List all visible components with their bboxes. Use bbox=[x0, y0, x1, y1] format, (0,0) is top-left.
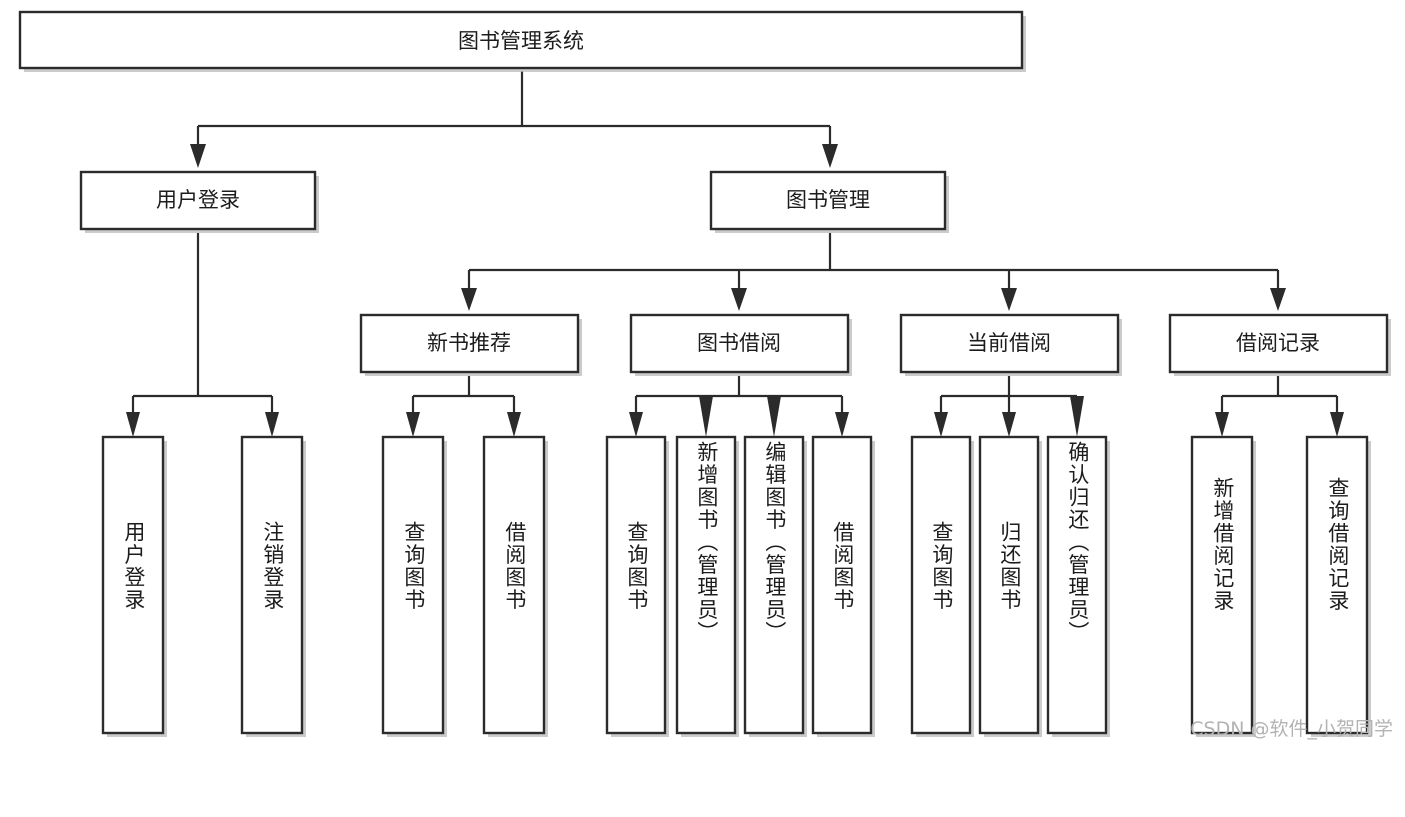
arrow-leaf-query-book-1 bbox=[406, 412, 420, 437]
leaf-user-login[interactable] bbox=[101, 435, 167, 737]
node-borrow-record-label: 借阅记录 bbox=[1236, 331, 1320, 355]
arrow-leaf-add-record bbox=[1215, 412, 1229, 437]
leaf-add-book-rect[interactable] bbox=[675, 435, 737, 735]
arrow-new-book bbox=[461, 288, 477, 311]
node-book-borrow-rect[interactable] bbox=[629, 313, 850, 374]
connector-bookmgmt-to-level3 bbox=[461, 233, 1286, 311]
leaf-borrow-book-1[interactable] bbox=[482, 435, 548, 737]
node-current-borrow-label: 当前借阅 bbox=[967, 331, 1051, 355]
node-new-book-recommend-rect[interactable] bbox=[359, 313, 580, 374]
node-current-borrow[interactable]: 当前借阅 bbox=[899, 313, 1122, 376]
arrow-leaf-return-book bbox=[1002, 412, 1016, 437]
leaf-return-book-rect[interactable] bbox=[978, 435, 1040, 735]
node-current-borrow-rect[interactable] bbox=[899, 313, 1120, 374]
arrow-leaf-query-record bbox=[1330, 412, 1344, 437]
diagram-root: 图书管理系统 用户登录 图书管理 新书推荐 图书借阅 当前借阅 bbox=[18, 10, 1393, 740]
arrow-borrow-record bbox=[1270, 288, 1286, 311]
node-new-book-recommend[interactable]: 新书推荐 bbox=[359, 313, 582, 376]
leaf-borrow-book-2-rect[interactable] bbox=[811, 435, 873, 735]
node-user-login-rect[interactable] bbox=[79, 170, 317, 231]
node-borrow-record-rect[interactable] bbox=[1168, 313, 1389, 374]
arrow-leaf-logout bbox=[265, 412, 279, 437]
node-book-borrow[interactable]: 图书借阅 bbox=[629, 313, 852, 376]
node-book-management-rect[interactable] bbox=[709, 170, 947, 231]
node-root[interactable]: 图书管理系统 bbox=[18, 10, 1026, 72]
arrow-book-borrow bbox=[731, 288, 747, 311]
connector-newbook-to-leaves bbox=[406, 376, 521, 437]
leaf-edit-book[interactable] bbox=[743, 435, 807, 737]
connector-borrowrecord-to-leaves bbox=[1215, 376, 1344, 437]
leaf-add-book[interactable] bbox=[675, 435, 739, 737]
leaf-query-book-1-rect[interactable] bbox=[381, 435, 445, 735]
leaf-query-book-2-rect[interactable] bbox=[605, 435, 667, 735]
arrow-leaf-user-login bbox=[126, 412, 140, 437]
leaf-edit-book-rect[interactable] bbox=[743, 435, 805, 735]
arrow-leaf-confirm-return bbox=[1070, 396, 1084, 437]
arrow-current-borrow bbox=[1001, 288, 1017, 311]
leaf-borrow-book-2[interactable] bbox=[811, 435, 875, 737]
arrow-leaf-edit-book bbox=[767, 396, 781, 437]
leaf-add-record-rect[interactable] bbox=[1190, 435, 1254, 735]
leaf-return-book[interactable] bbox=[978, 435, 1042, 737]
watermark: CSDN @软件_小贺同学 bbox=[1190, 718, 1393, 740]
node-user-login[interactable]: 用户登录 bbox=[79, 170, 319, 233]
arrow-leaf-query-book-3 bbox=[934, 412, 948, 437]
connector-root-to-level2 bbox=[190, 71, 838, 168]
node-root-rect[interactable] bbox=[18, 10, 1024, 70]
arrow-leaf-query-book-2 bbox=[629, 412, 643, 437]
node-book-management[interactable]: 图书管理 bbox=[709, 170, 949, 233]
leaf-query-record-rect[interactable] bbox=[1305, 435, 1369, 735]
leaf-query-book-1[interactable] bbox=[381, 435, 447, 737]
leaf-query-book-2[interactable] bbox=[605, 435, 669, 737]
arrow-user-login bbox=[190, 144, 206, 168]
node-book-management-label: 图书管理 bbox=[786, 188, 870, 212]
arrow-leaf-borrow-book-1 bbox=[507, 412, 521, 437]
leaf-logout-rect[interactable] bbox=[240, 435, 304, 735]
node-new-book-recommend-label: 新书推荐 bbox=[427, 331, 511, 355]
node-borrow-record[interactable]: 借阅记录 bbox=[1168, 313, 1391, 376]
arrow-leaf-add-book bbox=[699, 396, 713, 437]
leaf-confirm-return-rect[interactable] bbox=[1046, 435, 1108, 735]
leaf-query-record[interactable] bbox=[1305, 435, 1371, 737]
connector-bookborrow-to-leaves bbox=[629, 376, 849, 437]
connector-currentborrow-to-leaves bbox=[934, 376, 1084, 437]
node-user-login-label: 用户登录 bbox=[156, 188, 240, 212]
leaf-logout[interactable] bbox=[240, 435, 306, 737]
arrow-leaf-borrow-book-2 bbox=[835, 412, 849, 437]
arrow-book-mgmt bbox=[822, 144, 838, 168]
connector-userlogin-to-leaves bbox=[126, 233, 279, 437]
leaf-user-login-rect[interactable] bbox=[101, 435, 165, 735]
leaf-add-record[interactable] bbox=[1190, 435, 1256, 737]
leaf-query-book-3-rect[interactable] bbox=[910, 435, 972, 735]
diagram-canvas: 图书管理系统 用户登录 图书管理 新书推荐 图书借阅 当前借阅 bbox=[18, 10, 1391, 737]
node-root-label: 图书管理系统 bbox=[458, 29, 584, 53]
leaf-query-book-3[interactable] bbox=[910, 435, 974, 737]
node-book-borrow-label: 图书借阅 bbox=[697, 331, 781, 355]
leaf-borrow-book-1-rect[interactable] bbox=[482, 435, 546, 735]
leaf-confirm-return[interactable] bbox=[1046, 435, 1110, 737]
